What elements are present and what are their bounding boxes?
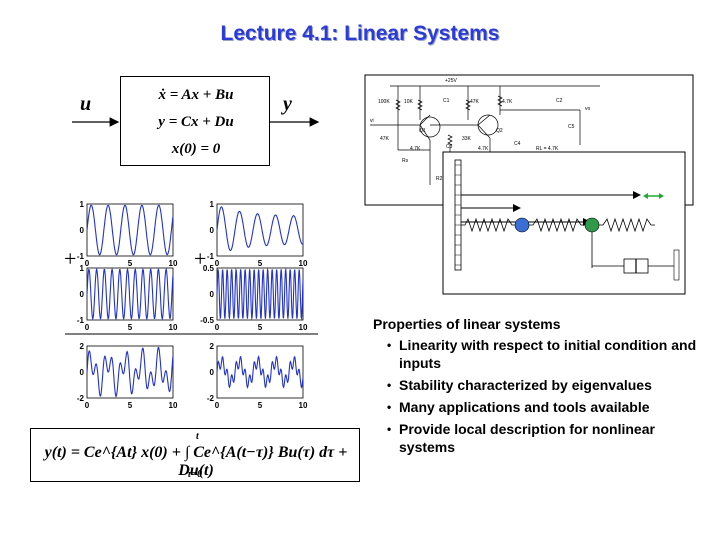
svg-text:Rs: Rs	[402, 158, 409, 164]
svg-text:Q2: Q2	[496, 128, 503, 134]
y-tick-label: -1	[207, 252, 215, 261]
y-tick-label: 0	[80, 368, 85, 377]
property-item: Provide local description for nonlinear …	[387, 420, 703, 456]
svg-text:Q1: Q1	[419, 128, 426, 134]
page-title: Lecture 4.1: Linear Systems	[220, 22, 500, 45]
signal-curve	[216, 355, 304, 389]
svg-text:C1: C1	[443, 98, 450, 104]
svg-text:4.7K: 4.7K	[410, 146, 421, 152]
output-label: y	[283, 93, 292, 115]
y-tick-label: 0.5	[203, 264, 215, 273]
x-tick-label: 5	[128, 401, 133, 410]
x-tick-label: 5	[258, 401, 263, 410]
plus-sign-right: +	[194, 246, 207, 271]
integral-lower-limit: τ=0	[187, 469, 203, 480]
properties-list: Properties of linear systems Linearity w…	[373, 316, 703, 460]
y-tick-label: 1	[210, 200, 215, 209]
svg-text:RL = 4.7K: RL = 4.7K	[536, 146, 559, 152]
y-tick-label: -2	[77, 394, 85, 403]
initial-condition: x(0) = 0	[171, 141, 221, 157]
state-space-box: ẋ = Ax + Bu y = Cx + Du x(0) = 0	[120, 76, 270, 166]
x-tick-label: 5	[128, 323, 133, 332]
svg-text:33K: 33K	[462, 136, 472, 142]
x-tick-label: 0	[85, 401, 90, 410]
y-tick-label: -0.5	[200, 316, 214, 325]
y-tick-label: -2	[207, 394, 215, 403]
svg-text:100K: 100K	[378, 99, 390, 105]
x-tick-label: 0	[215, 401, 220, 410]
signal-curve	[86, 204, 174, 256]
y-tick-label: 0	[80, 226, 85, 235]
signal-curve	[86, 346, 174, 398]
x-tick-label: 10	[169, 323, 178, 332]
input-label: u	[80, 93, 92, 115]
x-tick-label: 10	[299, 323, 308, 332]
signal-curve	[216, 267, 304, 321]
green-mass	[584, 217, 600, 233]
solution-formula-box: t y(t) = Ce^{At} x(0) + ∫ Ce^{A(t−τ)} Bu…	[30, 428, 360, 482]
svg-text:C2: C2	[556, 98, 563, 104]
y-tick-label: 0	[80, 290, 85, 299]
blue-mass	[514, 217, 530, 233]
y-tick-label: -1	[77, 316, 85, 325]
signal-curve	[86, 267, 174, 321]
integral-upper-limit: t	[196, 431, 199, 442]
solution-formula: y(t) = Ce^{At} x(0) + ∫ Ce^{A(t−τ)} Bu(τ…	[44, 444, 348, 479]
x-tick-label: 0	[85, 259, 90, 268]
y-tick-label: 2	[210, 342, 215, 351]
x-tick-label: 10	[169, 401, 178, 410]
svg-text:C4: C4	[514, 141, 521, 147]
y-tick-label: 1	[80, 200, 85, 209]
svg-text:47K: 47K	[470, 99, 480, 105]
x-tick-label: 5	[258, 323, 263, 332]
y-tick-label: -1	[77, 252, 85, 261]
y-tick-label: 1	[80, 264, 85, 273]
svg-text:4.7K: 4.7K	[502, 99, 513, 105]
x-tick-label: 0	[215, 259, 220, 268]
svg-text:+25V: +25V	[445, 78, 457, 84]
svg-text:R2: R2	[436, 176, 443, 182]
signal-curve	[216, 206, 304, 252]
plus-sign-left: +	[64, 246, 77, 271]
svg-text:4.7K: 4.7K	[478, 146, 489, 152]
x-tick-label: 10	[299, 401, 308, 410]
property-item: Linearity with respect to initial condit…	[387, 336, 703, 372]
svg-text:vo: vo	[585, 106, 591, 112]
properties-heading: Properties of linear systems	[373, 316, 561, 332]
state-equation: ẋ = Ax + Bu	[158, 87, 234, 103]
y-tick-label: 0	[210, 226, 215, 235]
x-tick-label: 5	[258, 259, 263, 268]
x-tick-label: 10	[299, 259, 308, 268]
output-equation: y = Cx + Du	[158, 114, 234, 130]
x-tick-label: 5	[128, 259, 133, 268]
property-item: Stability characterized by eigenvalues	[387, 376, 703, 394]
y-tick-label: 2	[80, 342, 85, 351]
svg-text:10K: 10K	[404, 99, 414, 105]
svg-text:vi: vi	[370, 118, 374, 124]
svg-text:C5: C5	[568, 124, 575, 130]
x-tick-label: 0	[85, 323, 90, 332]
y-tick-label: 0	[210, 290, 215, 299]
x-tick-label: 0	[215, 323, 220, 332]
property-item: Many applications and tools available	[387, 398, 703, 416]
y-tick-label: 0	[210, 368, 215, 377]
x-tick-label: 10	[169, 259, 178, 268]
svg-text:47K: 47K	[380, 136, 390, 142]
svg-text:C3: C3	[446, 144, 453, 150]
